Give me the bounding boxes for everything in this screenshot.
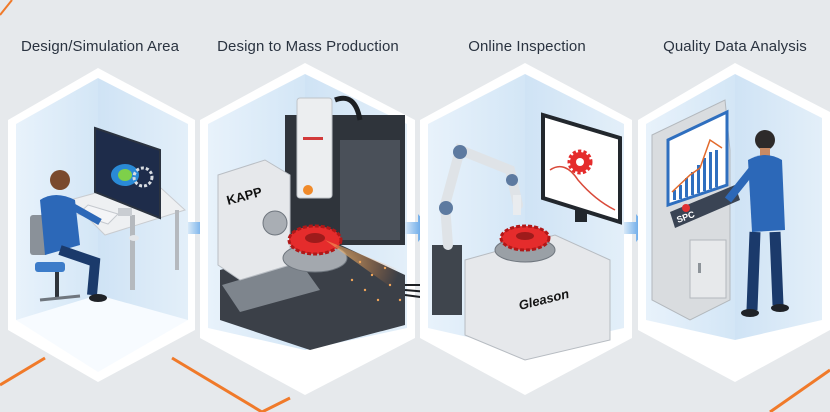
engineer-figure	[40, 170, 107, 302]
sparks	[325, 240, 400, 290]
stage-title-quality-analysis: Quality Data Analysis	[663, 38, 807, 55]
stage-title-online-inspection: Online Inspection	[468, 38, 586, 55]
robot-arm	[432, 143, 523, 315]
booth-mass-production: KAPP	[200, 63, 429, 395]
booth-online-inspection: Gleason	[420, 63, 632, 395]
stage-title-mass-production: Design to Mass Production	[217, 38, 399, 55]
booth-quality-analysis: SPC	[638, 63, 830, 382]
machine-table	[222, 262, 320, 312]
operator-figure	[724, 130, 789, 317]
spc-terminal: SPC	[651, 99, 740, 321]
emergency-stop-button	[682, 204, 690, 212]
spc-bar-chart	[673, 150, 718, 200]
booth-design-simulation	[8, 68, 195, 382]
stage-title-design-simulation: Design/Simulation Area	[20, 38, 180, 55]
spindle-head	[296, 97, 333, 199]
gear-icon	[132, 166, 154, 188]
inspection-machine	[464, 234, 611, 361]
